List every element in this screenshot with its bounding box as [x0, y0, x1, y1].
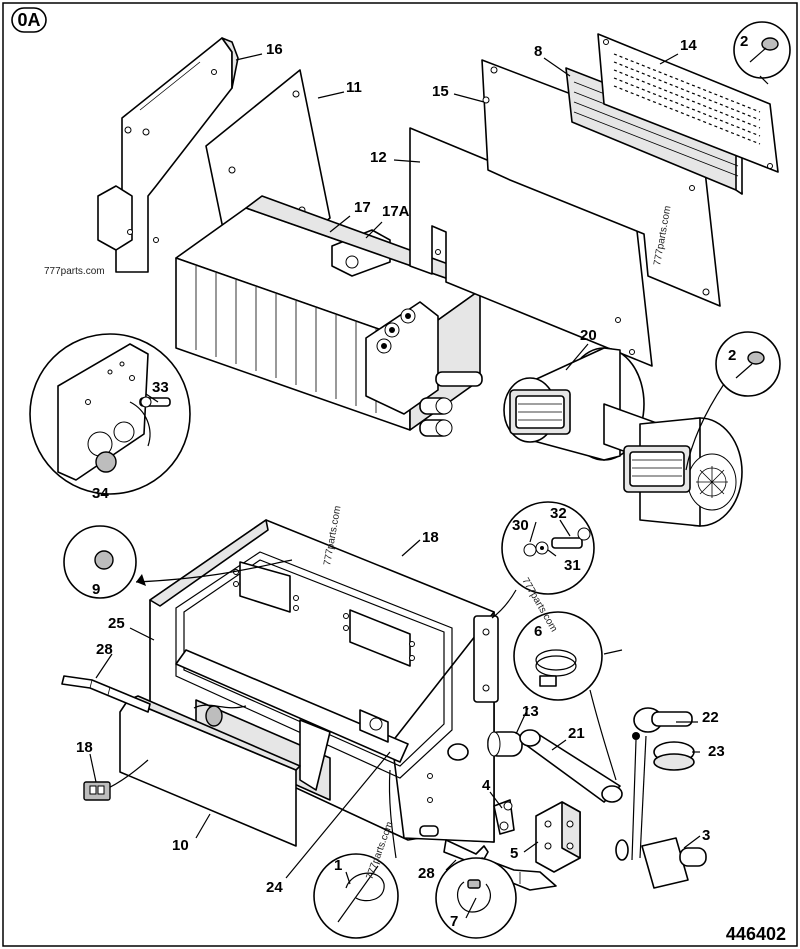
- callout-12: 12: [370, 149, 387, 166]
- callout-16: 16: [266, 41, 283, 58]
- tube-21: [519, 729, 623, 803]
- clamp-6: [513, 611, 603, 701]
- callout-labels: 16 11 17 17A 14 2 8 15 12 33 34 20 2 9 1…: [76, 33, 748, 930]
- cable-tie-1: [313, 853, 399, 939]
- callout-17: 17: [354, 199, 371, 216]
- callout-11: 11: [346, 79, 362, 96]
- heater-core-17: [175, 195, 483, 437]
- callout-32: 32: [550, 505, 567, 522]
- callout-23: 23: [708, 743, 725, 760]
- heater-housing-18: [149, 519, 499, 843]
- callout-3: 3: [702, 827, 710, 844]
- callout-31: 31: [564, 557, 581, 574]
- callout-28-upper: 28: [96, 641, 113, 658]
- callout-1: 1: [334, 857, 342, 874]
- callout-7: 7: [450, 913, 458, 930]
- callout-33: 33: [152, 379, 169, 396]
- callout-2-top: 2: [740, 33, 748, 50]
- watermark-1: 777parts.com: [44, 266, 105, 277]
- grille-14: [597, 33, 779, 173]
- callout-34: 34: [92, 485, 109, 502]
- callout-21: 21: [568, 725, 585, 742]
- callout-5: 5: [510, 845, 518, 862]
- connector-18: [83, 759, 149, 801]
- callout-18-connector: 18: [76, 739, 93, 756]
- callout-24: 24: [266, 879, 283, 896]
- bolt-set-30-31-32: [501, 501, 595, 595]
- section-label-badge: 0A: [11, 7, 47, 33]
- callout-4: 4: [482, 777, 491, 794]
- screw-2-top: [733, 21, 791, 79]
- callout-18-housing: 18: [422, 529, 439, 546]
- callout-10: 10: [172, 837, 189, 854]
- plug-9: [63, 525, 137, 599]
- sensor-assembly-3-22: [615, 707, 707, 889]
- cap-23: [653, 741, 695, 771]
- sleeve-13: [487, 731, 523, 757]
- detail-circle-33-34: [29, 333, 191, 495]
- drawing-number: 446402: [726, 924, 786, 944]
- callout-30: 30: [512, 517, 529, 534]
- side-plate-16: [97, 37, 239, 273]
- leader-lines: [89, 53, 701, 919]
- blower-20: [503, 347, 743, 527]
- callout-8: 8: [534, 43, 542, 60]
- callout-14: 14: [680, 37, 697, 54]
- callout-22: 22: [702, 709, 719, 726]
- rod-28-upper: [61, 675, 151, 713]
- block-5: [535, 801, 581, 873]
- callout-15: 15: [432, 83, 449, 100]
- screw-2-side: [715, 331, 781, 397]
- detail-arrows: [135, 75, 769, 859]
- callout-25: 25: [108, 615, 125, 632]
- callout-28-lower: 28: [418, 865, 435, 882]
- section-label: 0A: [17, 10, 40, 30]
- panel-12: [409, 127, 653, 367]
- fastener-4: [493, 799, 515, 835]
- callout-13: 13: [522, 703, 539, 720]
- callout-17a: 17A: [382, 203, 410, 220]
- callout-2-side: 2: [728, 347, 736, 364]
- callout-20: 20: [580, 327, 597, 344]
- callout-6: 6: [534, 623, 542, 640]
- callout-9: 9: [92, 581, 100, 598]
